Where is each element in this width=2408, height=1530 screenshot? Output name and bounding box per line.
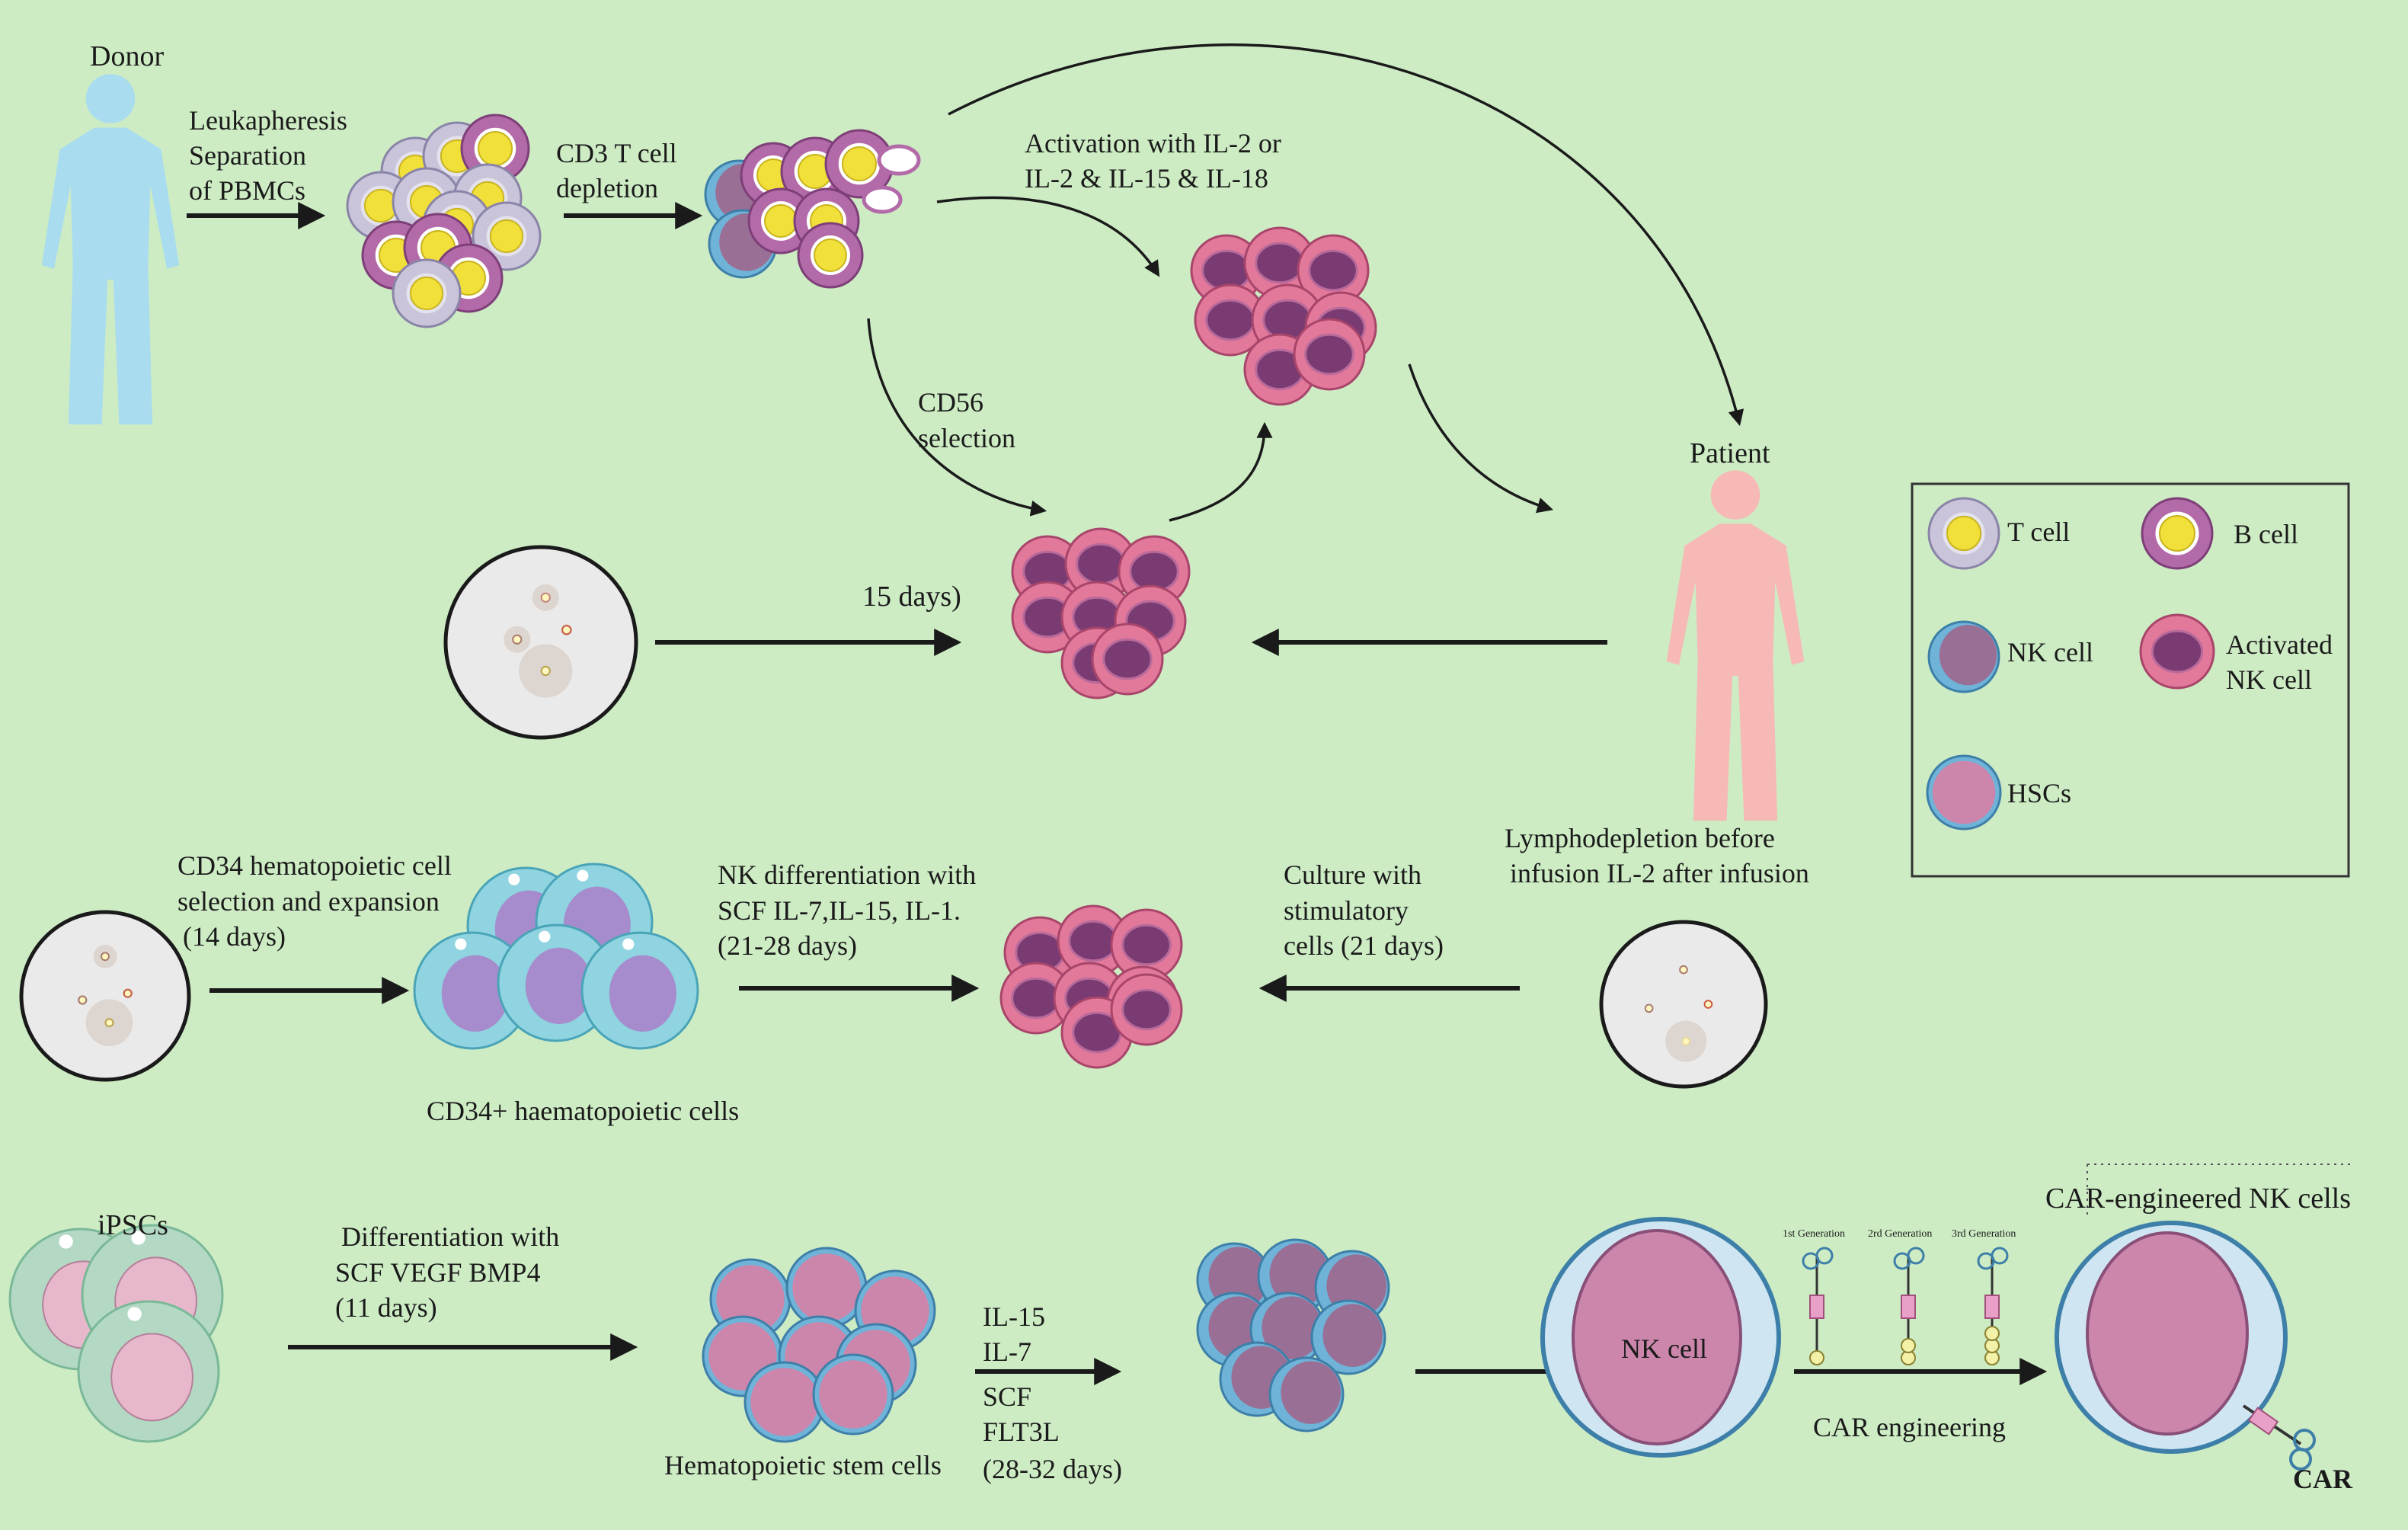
label-cytokine-scf: SCF bbox=[983, 1381, 1031, 1412]
legend-nk-cell-label: NK cell bbox=[2007, 637, 2093, 667]
label-cytokine-il15: IL-15 bbox=[983, 1301, 1045, 1332]
label-cd34-cells: CD34+ haematopoietic cells bbox=[427, 1096, 739, 1126]
label-culture-2: stimulatory bbox=[1284, 895, 1409, 926]
label-gen3: 3rd Generation bbox=[1952, 1228, 2016, 1240]
label-cd56-2: selection bbox=[918, 423, 1015, 453]
label-15-days: 15 days) bbox=[862, 581, 961, 613]
legend-t-cell-label: T cell bbox=[2007, 517, 2070, 547]
cells-layer bbox=[8, 74, 2350, 1471]
label-nk-diff-2: SCF IL-7,IL-15, IL-1. bbox=[718, 895, 961, 926]
label-cytokine-il7: IL-7 bbox=[983, 1336, 1031, 1367]
labels: Donor Leukapheresis Separation of PBMCs … bbox=[90, 40, 2353, 1494]
legend-b-cell-icon bbox=[2141, 497, 2214, 570]
label-cytokine-flt3l: FLT3L bbox=[983, 1416, 1060, 1447]
label-ipscs: iPSCs bbox=[98, 1209, 168, 1241]
label-culture-3: cells (21 days) bbox=[1284, 930, 1444, 961]
label-activation-1: Activation with IL-2 or bbox=[1025, 128, 1281, 158]
label-lymphodepletion-2: infusion IL-2 after infusion bbox=[1510, 858, 1809, 888]
label-activation-2: IL-2 & IL-15 & IL-18 bbox=[1025, 163, 1268, 194]
label-car-engineered: CAR-engineered NK cells bbox=[2045, 1183, 2351, 1215]
label-cd34-selection-2: selection and expansion bbox=[177, 886, 440, 917]
legend-nk-cell-icon bbox=[1927, 620, 2000, 693]
label-culture-1: Culture with bbox=[1284, 859, 1421, 890]
label-leukapheresis-3: of PBMCs bbox=[189, 175, 305, 206]
label-cd3-1: CD3 T cell bbox=[556, 138, 677, 168]
legend-activated-label-2: NK cell bbox=[2226, 664, 2312, 695]
label-differentiation-3: (11 days) bbox=[335, 1292, 437, 1323]
arrow-selected-to-activated bbox=[1169, 421, 1273, 522]
culture-dish-top bbox=[443, 545, 638, 740]
patient-figure bbox=[1666, 470, 1805, 821]
label-nk-diff-1: NK differentiation with bbox=[718, 859, 976, 890]
label-car: CAR bbox=[2293, 1464, 2353, 1494]
donor-figure bbox=[41, 74, 180, 424]
cd3-depleted-cluster bbox=[704, 129, 921, 289]
legend-t-cell-icon bbox=[1927, 497, 2000, 570]
arrow-cd56-selection bbox=[867, 318, 1047, 517]
label-cd34-selection-3: (14 days) bbox=[183, 921, 286, 952]
label-lymphodepletion-1: Lymphodepletion before bbox=[1505, 823, 1775, 853]
label-donor: Donor bbox=[90, 40, 164, 72]
label-hsc: Hematopoietic stem cells bbox=[664, 1450, 942, 1480]
label-cytokine-days: (28-32 days) bbox=[983, 1454, 1122, 1484]
label-differentiation-1: Differentiation with bbox=[341, 1221, 559, 1252]
hsc-cluster bbox=[702, 1247, 936, 1443]
curved-arrows bbox=[867, 43, 1744, 522]
legend-hsc-icon bbox=[1926, 754, 2002, 831]
culture-dish-stimulatory bbox=[1599, 920, 1768, 1089]
legend-hscs-label: HSCs bbox=[2007, 778, 2071, 808]
arrow-to-patient-arc bbox=[948, 43, 1744, 427]
label-cd34-selection-1: CD34 hematopoietic cell bbox=[177, 850, 452, 881]
label-gen1: 1st Generation bbox=[1783, 1228, 1845, 1240]
arrow-activated-to-patient bbox=[1408, 363, 1554, 514]
label-cd56-1: CD56 bbox=[918, 387, 983, 418]
legend-activated-label-1: Activated bbox=[2226, 629, 2333, 660]
legend-box bbox=[1911, 482, 2350, 878]
label-gen2: 2rd Generation bbox=[1868, 1228, 1932, 1240]
label-nk-diff-3: (21-28 days) bbox=[718, 930, 857, 961]
label-leukapheresis-2: Separation bbox=[189, 140, 306, 171]
activated-nk-cluster-middle bbox=[1011, 527, 1191, 699]
label-leukapheresis-1: Leukapheresis bbox=[189, 105, 347, 136]
large-nk-cell bbox=[1540, 1217, 1781, 1458]
arrow-to-activation bbox=[936, 196, 1160, 277]
ipsc-cluster bbox=[8, 1224, 224, 1443]
legend-b-cell-label: B cell bbox=[2234, 519, 2298, 549]
cd34-cluster bbox=[413, 863, 699, 1050]
label-car-engineering: CAR engineering bbox=[1813, 1412, 2006, 1442]
activated-nk-cluster-top bbox=[1190, 226, 1377, 406]
label-nk-cell-large: NK cell bbox=[1621, 1333, 1707, 1364]
legend-activated-nk-icon bbox=[2139, 613, 2215, 690]
label-patient: Patient bbox=[1690, 437, 1770, 469]
culture-dish-cd34 bbox=[19, 910, 191, 1082]
activated-nk-cluster-bottom bbox=[999, 904, 1183, 1069]
label-cd3-2: depletion bbox=[556, 173, 658, 203]
label-differentiation-2: SCF VEGF BMP4 bbox=[335, 1257, 540, 1288]
nk-cluster-ipsc bbox=[1196, 1238, 1390, 1432]
car-generation-icons bbox=[1802, 1164, 2350, 1365]
pbmc-cluster bbox=[346, 114, 542, 328]
car-engineered-nk-cell bbox=[2055, 1221, 2316, 1471]
